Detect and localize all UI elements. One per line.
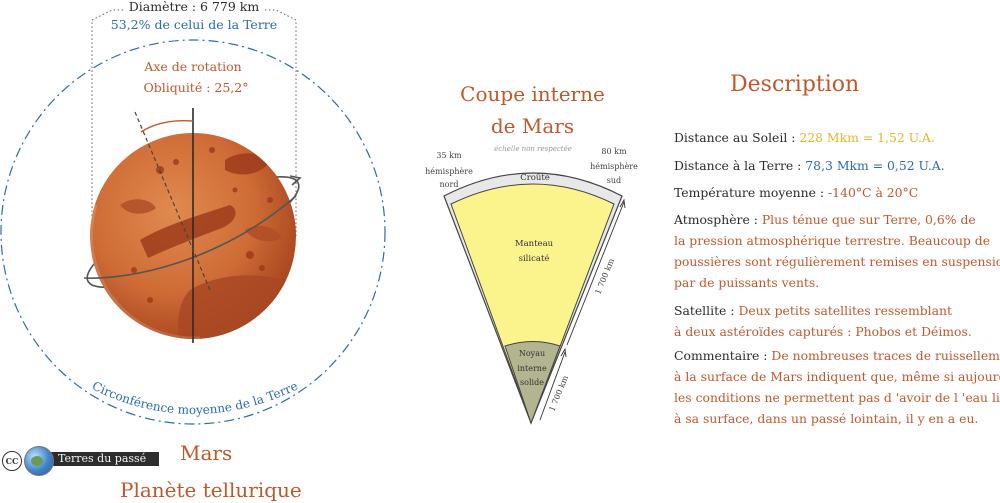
core-label-2: interne [517,364,547,373]
mantle-label-2: silicaté [519,253,550,264]
satellite-line-1: Deux petits satellites ressemblant [738,303,952,318]
comment-line-1: De nombreuses traces de ruissellement [771,348,1000,363]
atmosphere-line-4: par de puissants vents. [674,275,820,290]
diameter-guide-right [263,9,297,236]
comment-line-3: les conditions ne permettent pas d 'avoi… [674,390,1000,405]
north-label-2: nord [440,180,459,189]
mantle-thickness-arrow [566,201,625,346]
mantle-thickness-label: 1 700 km [594,257,617,296]
cross-section-diagram: échelle non respectée 35 km hémisphère n… [425,145,638,425]
satellite-label: Satellite : [674,303,739,318]
core-radius-arrow [539,351,566,421]
distance-earth-label: Distance à la Terre : [674,158,806,173]
cross-section-title-line2: de Mars [490,114,575,138]
distance-earth-row: Distance à la Terre : 78,3 Mkm = 0,52 U.… [674,155,1000,176]
logo-text: Terres du passé [36,452,159,466]
satellite-block: Satellite : Deux petits satellites resse… [674,300,1000,342]
temperature-value: -140°C à 20°C [828,185,919,200]
core-layer [504,341,561,425]
core-label-3: solide [520,378,544,387]
cross-section-title-line1: Coupe interne [460,82,605,106]
crust-label: Croûte [520,172,550,183]
atmosphere-line-1: Plus ténue que sur Terre, 0,6% de [761,212,976,227]
temperature-label: Température moyenne : [674,185,828,200]
planet-name: Mars [180,441,233,465]
mars-diagram: Diamètre : 6 779 km 53,2% de celui de la… [0,0,386,425]
core-radius-label: 1 700 km [548,374,571,413]
distance-earth-value: 78,3 Mkm = 0,52 U.A. [805,158,945,173]
comment-line-4: à sa surface, dans un passé lointain, il… [674,411,979,426]
south-depth: 80 km [601,147,627,156]
satellite-line-2: à deux astéroïdes capturés : Phobos et D… [674,324,972,339]
north-depth: 35 km [436,151,462,160]
diameter-ratio-label: 53,2% de celui de la Terre [111,17,277,32]
distance-sun-value: 228 Mkm = 1,52 U.A. [799,130,935,145]
obliquity-arc [140,120,194,133]
rotation-arrow [289,175,302,186]
distance-sun-label: Distance au Soleil : [674,130,800,145]
comment-label: Commentaire : [674,348,772,363]
rotation-ring-front [83,195,297,279]
mars-planet [90,133,296,340]
atmosphere-block: Atmosphère : Plus ténue que sur Terre, 0… [674,209,1000,293]
north-label-1: hémisphère [425,167,473,176]
atmosphere-line-2: la pression atmosphérique terrestre. Bea… [674,233,991,248]
atmosphere-label: Atmosphère : [674,212,762,227]
obliquity-label: Obliquité : 25,2° [144,80,249,95]
distance-sun-row: Distance au Soleil : 228 Mkm = 1,52 U.A. [674,127,1000,148]
core-label-1: Noyau [519,349,545,358]
cross-section-title: Coupe interne de Mars [460,78,605,142]
comment-block: Commentaire : De nombreuses traces de ru… [674,345,1000,429]
temperature-row: Température moyenne : -140°C à 20°C [674,182,1000,203]
mantle-label-1: Manteau [515,239,554,249]
terres-du-passe-logo[interactable]: Terres du passé CC [2,446,162,476]
description-title: Description [730,72,860,97]
earth-circumference-circle [0,39,386,425]
scale-note: échelle non respectée [494,145,572,153]
diameter-guide-left [91,9,125,236]
diameter-label: Diamètre : 6 779 km [129,0,260,14]
atmosphere-line-3: poussières sont régulièrement remises en… [674,254,1000,269]
globe-icon [24,446,54,476]
planet-type: Planète tellurique [120,478,302,502]
mantle-layer [450,183,615,425]
creative-commons-icon: CC [2,451,22,471]
comment-line-2: à la surface de Mars indiquent que, même… [674,369,1000,384]
south-label-2: sud [607,176,621,185]
south-label-1: hémisphère [590,162,638,171]
earth-circumference-label: Circonférence moyenne de la Terre [90,379,300,417]
axis-label: Axe de rotation [143,59,241,74]
